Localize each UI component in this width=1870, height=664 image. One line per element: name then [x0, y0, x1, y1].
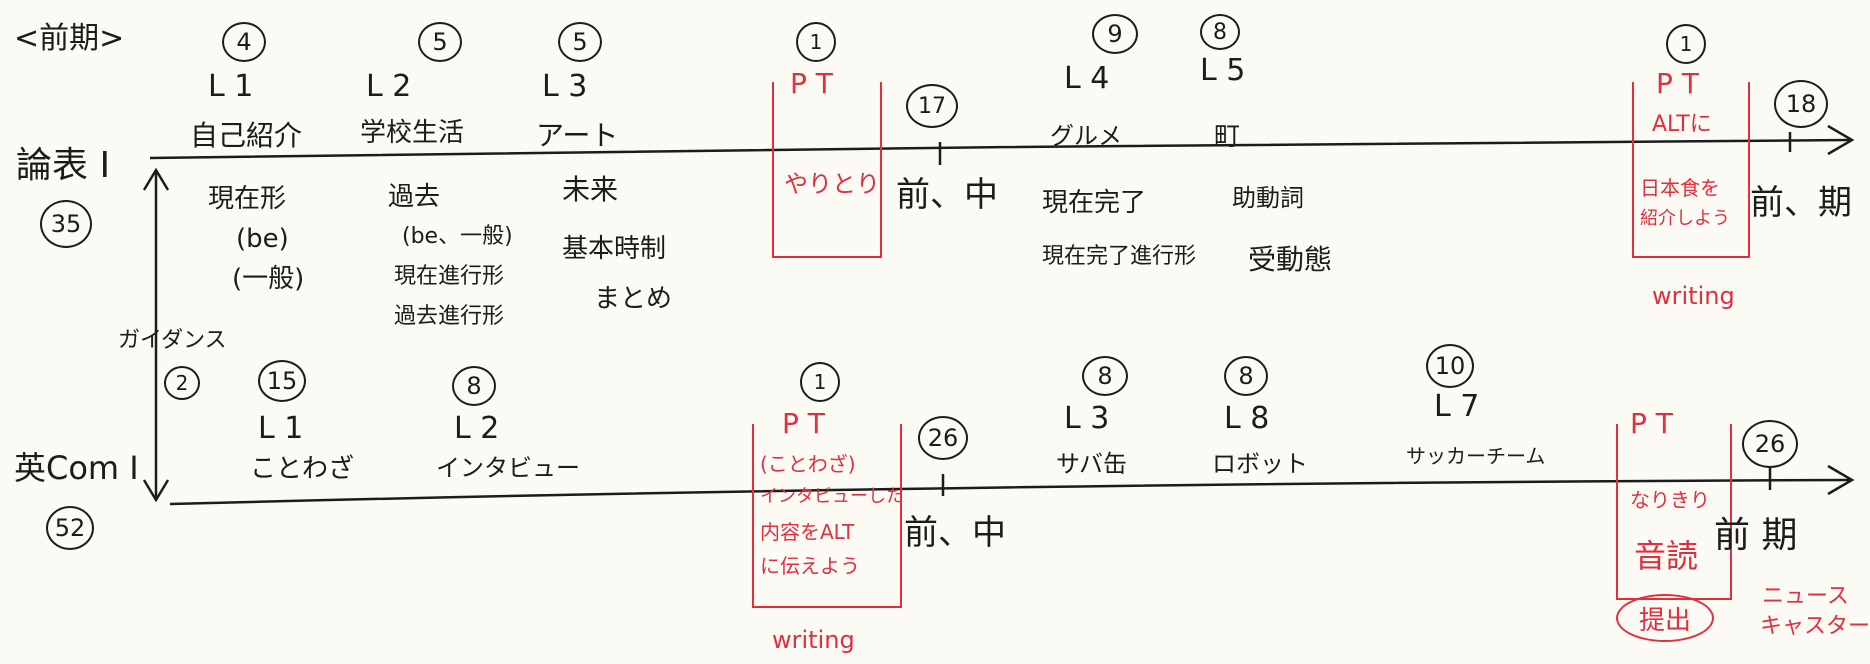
- row2-l3-count: 8: [1082, 356, 1128, 396]
- row2-l7-count: 10: [1426, 344, 1474, 388]
- row1-l2-count: 5: [418, 22, 462, 62]
- row2-pt2-note-1: ニュース: [1762, 584, 1849, 609]
- row2-arrow-line: [169, 478, 1851, 506]
- row1-l5-title: 町: [1214, 122, 1241, 152]
- row1-l4-grammar-2: 現在完了進行形: [1042, 244, 1197, 269]
- row2-mid-count: 26: [918, 416, 968, 460]
- row2-l3-title: サバ缶: [1056, 450, 1128, 478]
- row1-l5-count: 8: [1200, 14, 1240, 50]
- row2-pt1-count: 1: [800, 362, 840, 402]
- row1-total-circle: 35: [40, 200, 92, 248]
- row1-pt2-sub: ALTに: [1652, 112, 1712, 137]
- row1-l2-title: 学校生活: [360, 118, 465, 148]
- row2-total-circle: 52: [46, 506, 94, 550]
- row2-pt1-label: P T: [778, 410, 829, 438]
- guidance-label: ガイダンス: [118, 328, 227, 353]
- guidance-arrow-up: [142, 167, 170, 191]
- row1-pt2-label: P T: [1652, 70, 1703, 98]
- row1-pt2-body-1: 日本食を: [1640, 176, 1720, 200]
- row2-l7-lesson: L 7: [1434, 389, 1480, 424]
- row1-l1-title: 自己紹介: [190, 119, 303, 152]
- header-label: <前期>: [14, 21, 125, 56]
- row2-pt2-stamp: 提出: [1616, 594, 1714, 642]
- row1-l5-lesson: L 5: [1200, 53, 1246, 88]
- row2-l8-title: ロボット: [1212, 450, 1308, 478]
- guidance-arrow-down: [142, 479, 170, 503]
- row2-pt1-box: [752, 424, 902, 608]
- row1-pt2-box: [1632, 82, 1750, 258]
- row1-l3-count: 5: [558, 22, 602, 62]
- row2-mid-label: 前、中: [904, 513, 1006, 553]
- row1-mid-count: 17: [906, 84, 958, 128]
- row2-pt2-note-2: キャスター: [1760, 614, 1870, 639]
- row1-l4-grammar-1: 現在完了: [1042, 188, 1147, 218]
- row2-l1-title: ことわざ: [250, 454, 355, 484]
- row1-l5-grammar-1: 助動詞: [1232, 184, 1304, 212]
- row2-l7-title: サッカーチーム: [1406, 444, 1546, 468]
- row1-l1-grammar-2: (be): [236, 224, 289, 254]
- row2-pt2-body: 音読: [1634, 537, 1699, 575]
- row1-l3-grammar-1: 未来: [562, 173, 619, 206]
- row2-l1-count: 15: [258, 360, 306, 402]
- row2-pt1-note: writing: [772, 626, 855, 654]
- row1-subject: 論表 I: [16, 145, 111, 186]
- row1-pt2-note: writing: [1652, 282, 1735, 310]
- row2-subject: 英Com I: [14, 449, 139, 487]
- row1-l2-grammar-4: 過去進行形: [394, 304, 505, 329]
- row1-l3-title: アート: [536, 119, 619, 152]
- row1-l4-title: グルメ: [1050, 122, 1122, 150]
- row2-pt1-body-4: に伝えよう: [760, 554, 860, 578]
- row1-arrow-head: [1827, 124, 1855, 156]
- row1-pt1-box: [772, 82, 882, 258]
- row1-l3-grammar-3: まとめ: [594, 284, 673, 314]
- row2-l3-lesson: L 3: [1064, 401, 1110, 436]
- row1-pt1-label: P T: [786, 70, 837, 98]
- row2-end-count: 26: [1742, 420, 1798, 468]
- row1-l1-grammar-3: (一般): [232, 264, 305, 294]
- row1-end-count: 18: [1774, 80, 1828, 128]
- row1-end-label: 前、期: [1750, 183, 1852, 223]
- row1-mid-label: 前、中: [896, 175, 998, 215]
- row1-l1-grammar-1: 現在形: [208, 184, 287, 214]
- row1-pt2-body-2: 紹介しよう: [1640, 208, 1730, 229]
- row1-l1-count: 4: [222, 22, 266, 62]
- row2-end-label: 前 期: [1714, 515, 1798, 556]
- row1-l5-grammar-2: 受動態: [1248, 243, 1333, 276]
- row1-l2-grammar-2: (be、一般): [402, 224, 513, 249]
- row2-pt1-body-3: 内容をALT: [760, 520, 855, 544]
- row2-l8-lesson: L 8: [1224, 401, 1270, 436]
- row1-l4-lesson: L 4: [1064, 61, 1110, 96]
- row2-pt1-body-2: インタビューした: [760, 486, 904, 507]
- row1-l3-lesson: L 3: [542, 69, 588, 104]
- row1-l2-grammar-3: 現在進行形: [394, 264, 505, 289]
- row2-pt2-label: P T: [1626, 410, 1677, 438]
- row1-l2-grammar-1: 過去: [388, 182, 441, 212]
- row2-l2-count: 8: [452, 366, 496, 406]
- row2-pt1-body-1: (ことわざ): [760, 452, 856, 476]
- guidance-count: 2: [164, 366, 200, 400]
- row2-l2-title: インタビュー: [436, 454, 580, 482]
- row1-l4-count: 9: [1092, 14, 1138, 54]
- row2-l1-lesson: L 1: [258, 411, 304, 446]
- row2-l8-count: 8: [1224, 356, 1268, 396]
- row2-pt2-sub: なりきり: [1630, 488, 1710, 512]
- row1-l1-lesson: L 1: [208, 69, 254, 104]
- row1-l3-grammar-2: 基本時制: [562, 234, 667, 264]
- row2-l2-lesson: L 2: [454, 411, 500, 446]
- row1-arrow-line: [149, 138, 1851, 160]
- row1-pt1-body: やりとり: [784, 170, 880, 198]
- row2-arrow-head: [1827, 464, 1855, 496]
- row1-pt1-count: 1: [796, 22, 836, 62]
- row1-l2-lesson: L 2: [366, 69, 412, 104]
- row1-pt2-count: 1: [1666, 24, 1706, 64]
